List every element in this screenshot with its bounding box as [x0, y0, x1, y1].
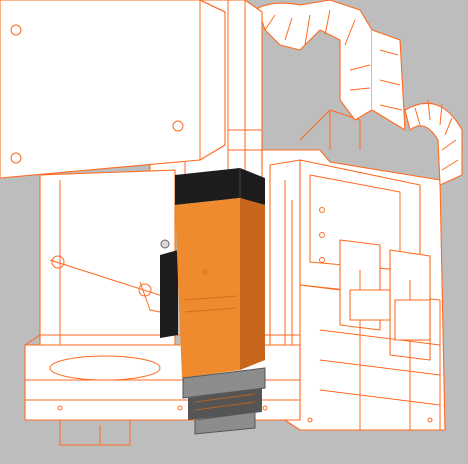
gantry-frame [261, 109, 446, 431]
spindle-body-side [240, 198, 265, 370]
spindle-bracket [160, 250, 178, 338]
spindle-top-cap [175, 168, 265, 205]
mounting-box [0, 0, 226, 179]
cable-chain-right [404, 99, 463, 186]
spindle-indicator-light [160, 239, 170, 249]
cable-chain-top [257, 0, 406, 131]
spindle-collet [182, 367, 266, 435]
spindle-body-front [175, 198, 240, 378]
spindle-motor [160, 168, 265, 378]
